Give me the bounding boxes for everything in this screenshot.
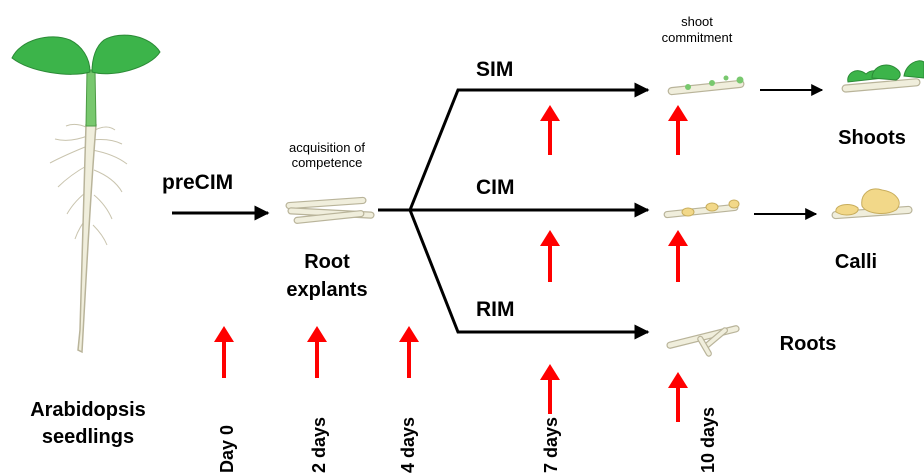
- competence-label-line2: competence: [292, 155, 363, 170]
- calli-illustration: [831, 188, 913, 220]
- rim-arrow: [408, 209, 650, 340]
- seedling-label-line2: seedlings: [42, 426, 134, 448]
- timepoint-label-day0: Day 0: [217, 425, 237, 473]
- shoot-commitment-line2: commitment: [662, 30, 733, 45]
- red-timepoint-arrow: [668, 105, 688, 155]
- calli-label: Calli: [835, 251, 877, 273]
- root-explants-illustration: [285, 196, 375, 224]
- timepoint-label-7days: 7 days: [541, 417, 561, 473]
- cim-explant-illustration: [663, 199, 740, 219]
- timepoint-labels: Day 0 2 days 4 days 7 days 10 days: [217, 407, 718, 473]
- competence-label-line1: acquisition of: [289, 140, 365, 155]
- roots-label: Roots: [780, 333, 837, 355]
- red-timepoint-arrow: [668, 372, 688, 422]
- timepoint-label-2days: 2 days: [309, 417, 329, 473]
- red-timepoint-arrow: [540, 230, 560, 282]
- timepoint-label-10days: 10 days: [698, 407, 718, 473]
- seedling-label-line1: Arabidopsis: [30, 399, 146, 421]
- red-timepoint-arrow: [540, 105, 560, 155]
- red-timepoint-arrow: [540, 364, 560, 414]
- shoots-label: Shoots: [838, 127, 906, 149]
- red-timepoint-arrow: [399, 326, 419, 378]
- branching-arrows: [378, 82, 650, 340]
- rim-explant-illustration: [666, 325, 740, 357]
- red-timepoint-arrow: [214, 326, 234, 378]
- red-timepoint-arrow: [668, 230, 688, 282]
- explant-label-line1: Root: [304, 251, 350, 273]
- red-timepoint-arrow: [307, 326, 327, 378]
- timepoint-label-4days: 4 days: [398, 417, 418, 473]
- sim-arrow: [408, 82, 650, 211]
- explant-label-line2: explants: [286, 279, 367, 301]
- sim-explant-illustration: [667, 75, 745, 96]
- seedling-illustration: [11, 34, 161, 354]
- timepoint-markers: [214, 105, 688, 422]
- shoot-commitment-line1: shoot: [681, 14, 713, 29]
- precim-label: preCIM: [162, 171, 233, 194]
- sim-label: SIM: [476, 58, 513, 81]
- shoots-illustration: [841, 60, 924, 93]
- rim-label: RIM: [476, 298, 515, 321]
- cim-label: CIM: [476, 176, 515, 199]
